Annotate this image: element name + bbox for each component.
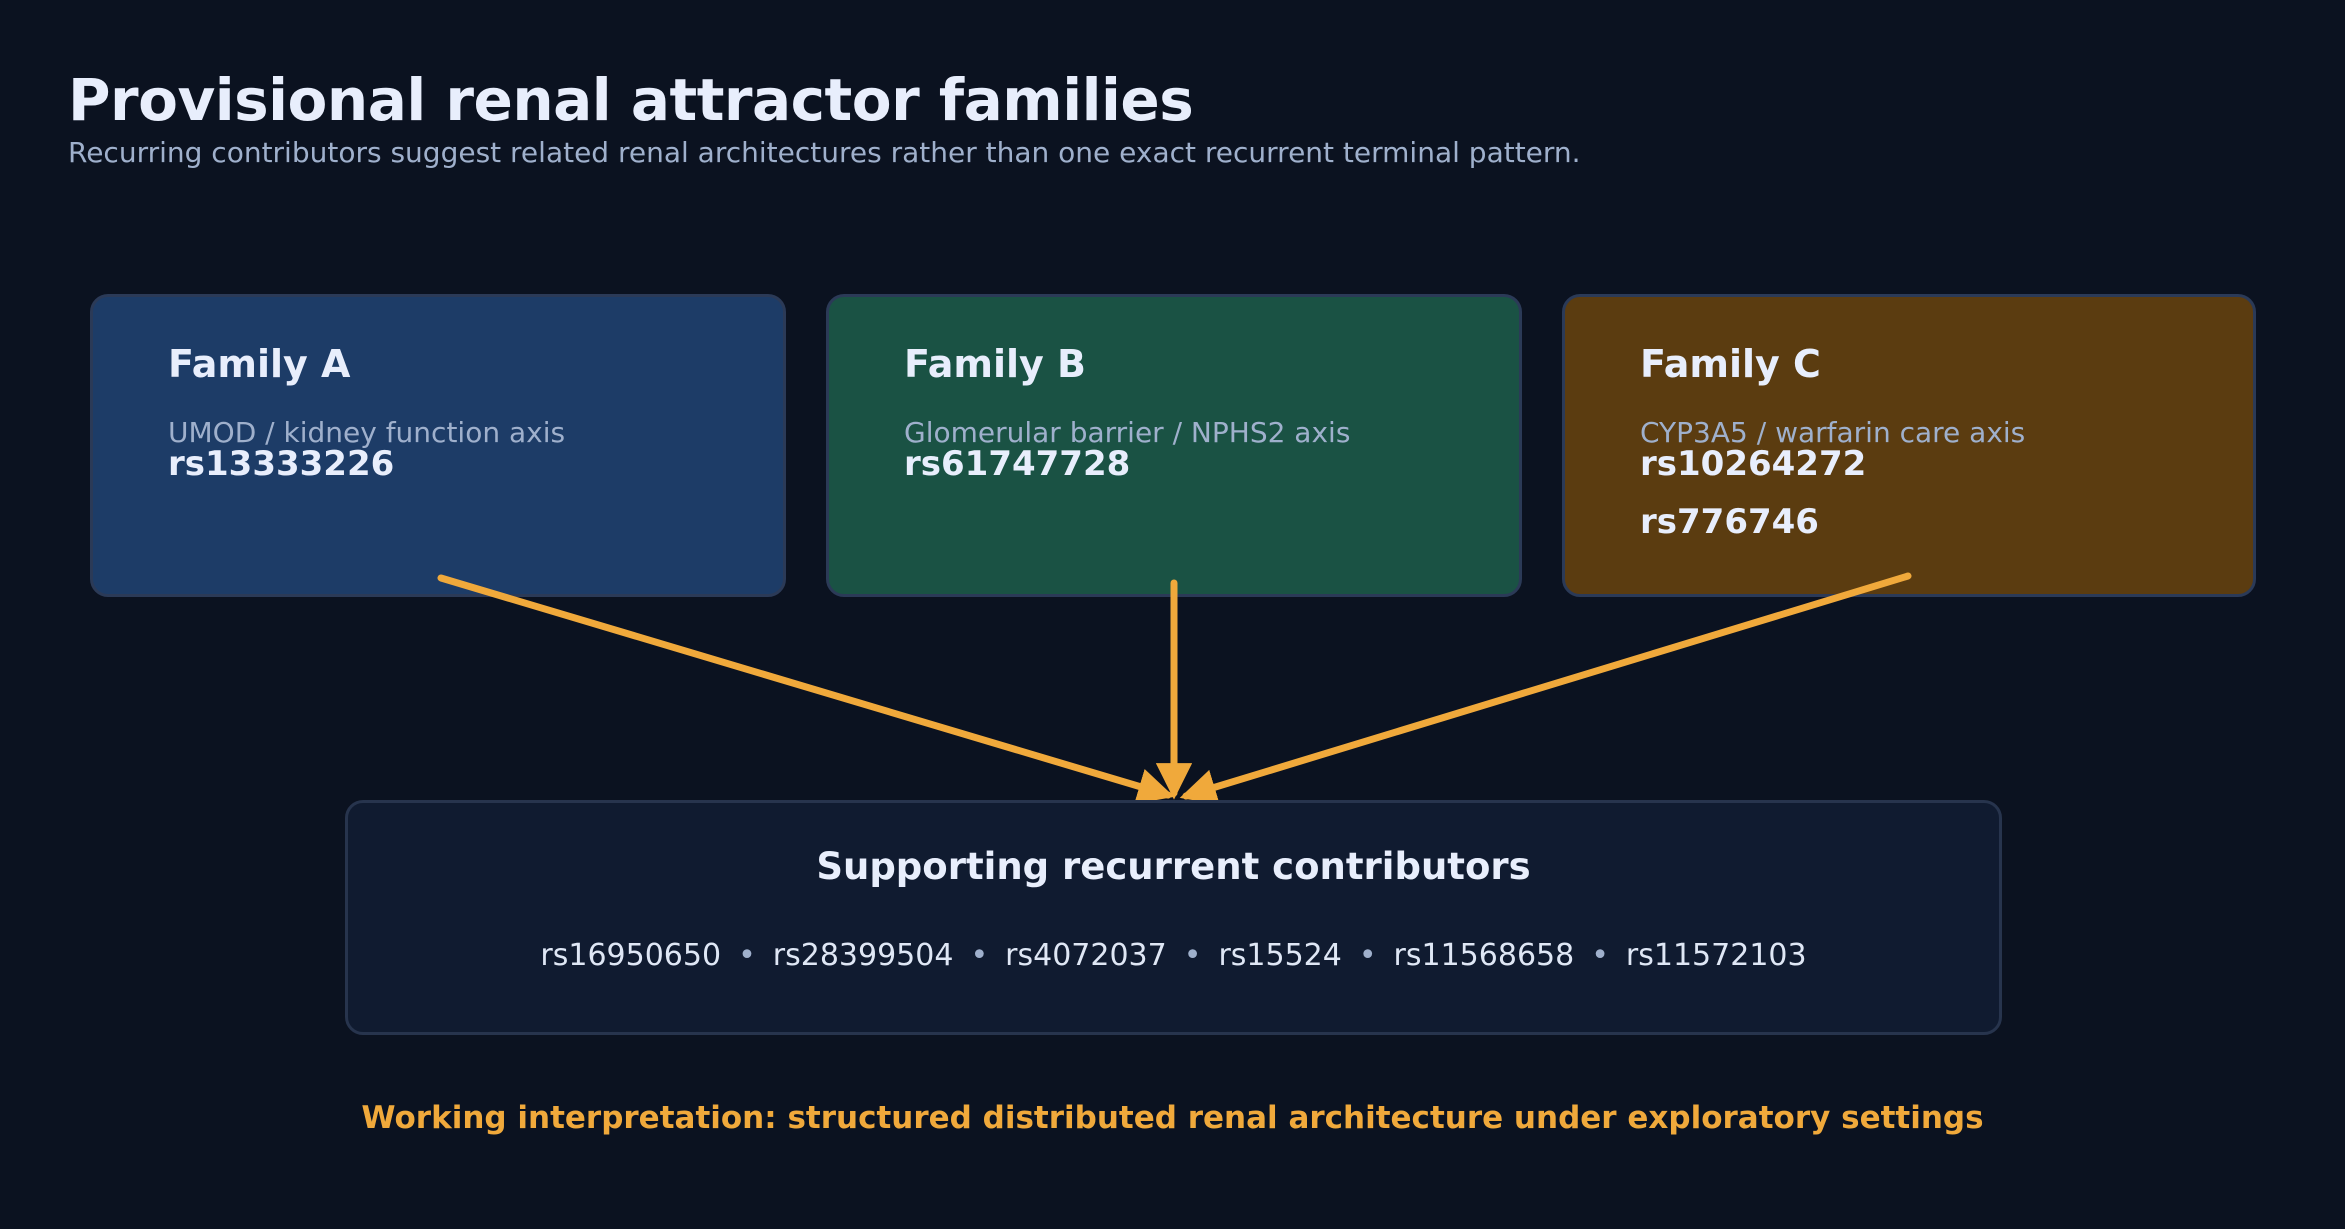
list-separator: • bbox=[1358, 938, 1377, 973]
list-separator: • bbox=[738, 938, 756, 973]
supporting-contributor-item: rs28399504 bbox=[772, 938, 954, 973]
page-subtitle: Recurring contributors suggest related r… bbox=[68, 136, 1581, 169]
list-separator: • bbox=[970, 938, 989, 973]
family-card-a-axis: UMOD / kidney function axis bbox=[168, 416, 566, 449]
supporting-contributor-item: rs11568658 bbox=[1393, 938, 1575, 973]
supporting-contributor-item: rs15524 bbox=[1218, 938, 1342, 973]
variant-id: rs13333226 bbox=[168, 444, 395, 484]
family-card-b-axis: Glomerular barrier / NPHS2 axis bbox=[904, 416, 1351, 449]
list-separator: • bbox=[1591, 938, 1609, 973]
variant-id: rs61747728 bbox=[904, 444, 1131, 484]
family-card-c-variants: rs10264272 rs776746 bbox=[1640, 435, 1866, 551]
family-card-b[interactable]: Family B Glomerular barrier / NPHS2 axis… bbox=[826, 294, 1522, 597]
supporting-contributor-item: rs11572103 bbox=[1625, 938, 1807, 973]
family-card-c-title: Family C bbox=[1640, 342, 1821, 386]
arrow-family-c-to-support bbox=[1179, 572, 1912, 805]
page-title: Provisional renal attractor families bbox=[68, 66, 1194, 134]
family-card-c[interactable]: Family C CYP3A5 / warfarin care axis rs1… bbox=[1562, 294, 2256, 597]
list-separator: • bbox=[1183, 938, 1202, 973]
supporting-contributors-list: rs16950650 • rs28399504 • rs4072037 • rs15524 •… bbox=[348, 938, 1999, 973]
family-card-a[interactable]: Family A UMOD / kidney function axis rs1… bbox=[90, 294, 786, 597]
family-card-c-axis: CYP3A5 / warfarin care axis bbox=[1640, 416, 2026, 449]
arrow-family-a-to-support bbox=[437, 574, 1175, 804]
family-card-b-variants: rs61747728 bbox=[904, 435, 1130, 493]
supporting-contributors-panel: Supporting recurrent contributors rs1695… bbox=[345, 800, 2002, 1035]
variant-id: rs10264272 bbox=[1640, 444, 1867, 484]
family-card-a-variants: rs13333226 bbox=[168, 435, 394, 493]
supporting-contributor-item: rs4072037 bbox=[1005, 938, 1167, 973]
supporting-contributors-title: Supporting recurrent contributors bbox=[816, 845, 1531, 888]
family-card-b-title: Family B bbox=[904, 342, 1086, 386]
family-card-a-title: Family A bbox=[168, 342, 351, 386]
variant-id: rs776746 bbox=[1640, 502, 1819, 542]
working-interpretation-note: Working interpretation: structured distr… bbox=[361, 1100, 1984, 1136]
supporting-contributor-item: rs16950650 bbox=[540, 938, 722, 973]
